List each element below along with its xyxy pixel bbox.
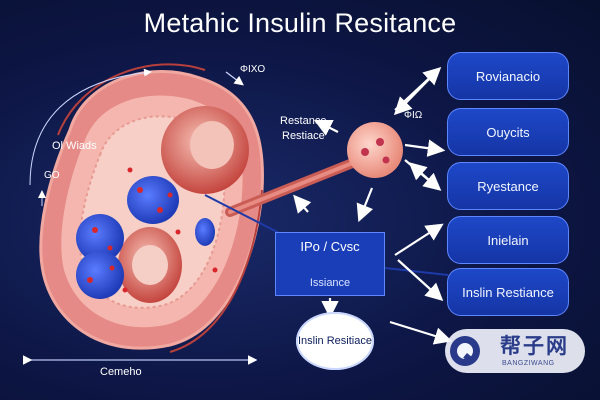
mid-box: IPo / Cvsc Issiance — [275, 232, 385, 296]
connector-line — [384, 267, 449, 276]
blue-cell-small — [195, 218, 215, 246]
arrow — [408, 162, 439, 189]
label-resistance: Restance — [280, 115, 327, 127]
label-restiace: Restiace — [282, 130, 325, 142]
mid-box-bottom-label: Issiance — [309, 277, 351, 289]
pill-ouycits: Ouycits — [447, 108, 569, 156]
arrow — [397, 259, 444, 301]
arrow — [356, 187, 374, 223]
diagram-title: Metahic Insulin Resitance — [143, 8, 457, 38]
blue-cell-cluster — [76, 251, 124, 299]
pill-inielain: Inielain — [447, 216, 569, 264]
curved-arrow — [29, 68, 152, 186]
arrow — [404, 139, 446, 157]
pill-rovianacio: Rovianacio — [447, 52, 569, 100]
arrow — [314, 120, 339, 136]
insulin-resistance-oval: Inslin Resitiace — [296, 312, 374, 370]
blue-cell-cluster — [127, 176, 179, 224]
label-top-mark: ΦΙΧΟ — [240, 64, 266, 75]
pill-ryestance: Ryestance — [447, 162, 569, 210]
blue-cell-cluster — [76, 214, 124, 262]
arrow — [394, 223, 444, 256]
arrow — [393, 69, 439, 116]
label-cemeho: Cemeho — [100, 366, 142, 378]
watermark-subtext: BANGZIWANG — [502, 360, 555, 367]
small-arrow — [225, 71, 244, 86]
label-side-mark: ΦΙΩ — [404, 110, 423, 121]
mid-box-top-label: IPo / Cvsc — [300, 239, 360, 254]
watermark-text: 帮子网 — [500, 335, 569, 358]
cell-sphere — [347, 122, 403, 178]
pill-inslin-restiance: Inslin Restiance — [447, 268, 569, 316]
arrow — [293, 194, 312, 214]
connector-line — [204, 194, 284, 236]
watermark-logo — [445, 329, 585, 373]
label-go: GO — [44, 170, 60, 181]
arrow — [389, 320, 453, 345]
label-ol-wiads: Ol Wiads — [52, 140, 97, 152]
tissue-cross-section — [39, 63, 264, 353]
